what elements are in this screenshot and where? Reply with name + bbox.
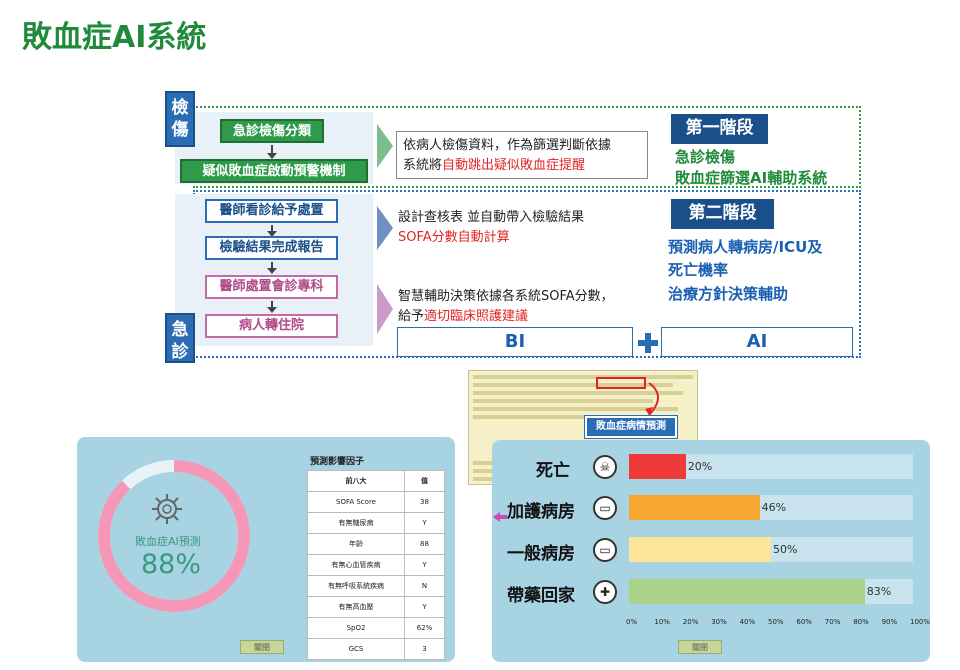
factor-value-cell: 38 xyxy=(405,492,445,513)
decision-description-line1: 智慧輔助決策依據各系統SOFA分數， xyxy=(398,287,654,307)
right-close-button[interactable]: 關閉 xyxy=(678,640,722,654)
outcome-value-label-ward: 50% xyxy=(773,543,797,556)
factor-name-cell: 年齡 xyxy=(308,534,405,555)
er-step-1: 醫師看診給予處置 xyxy=(205,199,338,223)
checklist-description-line2: SOFA分數自動計算 xyxy=(398,228,648,248)
factor-table-title: 預測影響因子 xyxy=(310,454,364,467)
factor-name-cell: 有無糖尿病 xyxy=(308,513,405,534)
sepsis-predict-button[interactable]: 敗血症病情預測 xyxy=(585,416,677,438)
outcome-label-icu: 加護病房 xyxy=(507,497,575,522)
axis-tick-label: 30% xyxy=(711,618,727,626)
phase2-line2: 死亡機率 xyxy=(668,259,728,281)
axis-tick-label: 90% xyxy=(882,618,898,626)
triage-description: 依病人檢傷資料，作為篩選判斷依據 系統將自動跳出疑似敗血症提醒 xyxy=(396,131,648,179)
triage-description-line1: 依病人檢傷資料，作為篩選判斷依據 xyxy=(403,136,641,156)
pointer-arrow-icon xyxy=(493,512,507,522)
factor-name-cell: SpO2 xyxy=(308,618,405,639)
plus-icon xyxy=(637,332,659,354)
factor-name-cell: 有無高血壓 xyxy=(308,597,405,618)
factor-value-cell: N xyxy=(405,576,445,597)
axis-tick-label: 0% xyxy=(626,618,637,626)
chevron-arrow-1 xyxy=(377,124,393,168)
factor-name-cell: GCS xyxy=(308,639,405,660)
axis-tick-label: 20% xyxy=(683,618,699,626)
decision-description: 智慧輔助決策依據各系統SOFA分數， 給予適切臨床照護建議 xyxy=(398,287,654,327)
page-title: 敗血症AI系統 xyxy=(22,12,206,56)
factor-value-cell: 62% xyxy=(405,618,445,639)
checklist-description: 設計查核表 並自動帶入檢驗結果 SOFA分數自動計算 xyxy=(398,208,648,248)
outcome-label-death: 死亡 xyxy=(536,456,570,481)
triage-tag: 檢傷 xyxy=(165,91,195,147)
outcome-bar-home xyxy=(629,579,865,604)
chevron-arrow-3 xyxy=(377,284,393,334)
decision-description-line2: 給予適切臨床照護建議 xyxy=(398,307,654,327)
axis-tick-label: 50% xyxy=(768,618,784,626)
axis-tick-label: 70% xyxy=(825,618,841,626)
chevron-arrow-2 xyxy=(377,206,393,250)
factor-value-cell: Y xyxy=(405,555,445,576)
factor-value-cell: 88 xyxy=(405,534,445,555)
factor-name-cell: SOFA Score xyxy=(308,492,405,513)
axis-tick-label: 10% xyxy=(654,618,670,626)
triage-step-1: 急診檢傷分類 xyxy=(220,119,324,143)
er-step-4: 病人轉住院 xyxy=(205,314,338,338)
phase2-line3: 治療方針決策輔助 xyxy=(668,283,788,305)
factor-name-cell: 前八大 xyxy=(308,471,405,492)
sepsis-virus-icon xyxy=(150,492,184,526)
phase1-line2: 敗血症篩選AI輔助系統 xyxy=(675,168,827,189)
axis-tick-label: 100% xyxy=(910,618,930,626)
medicine-icon: ✚ xyxy=(593,580,617,604)
factor-table-header: 前八大值 xyxy=(308,471,445,492)
axis-tick-label: 40% xyxy=(740,618,756,626)
outcome-value-label-icu: 46% xyxy=(762,501,786,514)
triage-description-line2: 系統將自動跳出疑似敗血症提醒 xyxy=(403,156,641,176)
triage-step-2: 疑似敗血症啟動預警機制 xyxy=(180,159,368,183)
skull-icon: ☠ xyxy=(593,455,617,479)
checklist-description-line1: 設計查核表 並自動帶入檢驗結果 xyxy=(398,208,648,228)
factor-name-cell: 有無呼吸系統疾病 xyxy=(308,576,405,597)
er-tag: 急診 xyxy=(165,313,195,363)
er-arrow-3 xyxy=(271,301,273,309)
ai-prediction-value: 88% xyxy=(141,549,201,580)
axis-tick-label: 80% xyxy=(853,618,869,626)
outcome-bar-death xyxy=(629,454,686,479)
left-close-button[interactable]: 關閉 xyxy=(240,640,284,654)
triage-arrow xyxy=(271,145,273,155)
er-step-2: 檢驗結果完成報告 xyxy=(205,236,338,260)
factor-value-cell: Y xyxy=(405,597,445,618)
ai-prediction-label: 敗血症AI預測 xyxy=(135,533,201,549)
phase1-line1: 急診檢傷 xyxy=(675,147,735,168)
phase2-title: 第二階段 xyxy=(671,199,774,229)
er-step-3: 醫師處置會診專科 xyxy=(205,275,338,299)
outcome-bar-icu xyxy=(629,495,760,520)
factor-value-cell: Y xyxy=(405,513,445,534)
phase1-title: 第一階段 xyxy=(671,114,768,144)
factor-name-cell: 有無心血管疾病 xyxy=(308,555,405,576)
factor-value-cell: 值 xyxy=(405,471,445,492)
phase2-line1: 預測病人轉病房/ICU及 xyxy=(668,236,822,258)
axis-tick-label: 60% xyxy=(796,618,812,626)
ai-box: AI xyxy=(661,327,853,357)
outcome-bar-ward xyxy=(629,537,771,562)
outcome-value-label-death: 20% xyxy=(688,460,712,473)
ward-bed-icon: ▭ xyxy=(593,538,617,562)
icu-bed-icon: ▭ xyxy=(593,496,617,520)
outcome-label-home: 帶藥回家 xyxy=(507,581,575,606)
factor-value-cell: 3 xyxy=(405,639,445,660)
er-arrow-2 xyxy=(271,262,273,270)
outcome-value-label-home: 83% xyxy=(867,585,891,598)
outcome-label-ward: 一般病房 xyxy=(507,539,575,564)
er-arrow-1 xyxy=(271,225,273,233)
bi-box: BI xyxy=(397,327,633,357)
